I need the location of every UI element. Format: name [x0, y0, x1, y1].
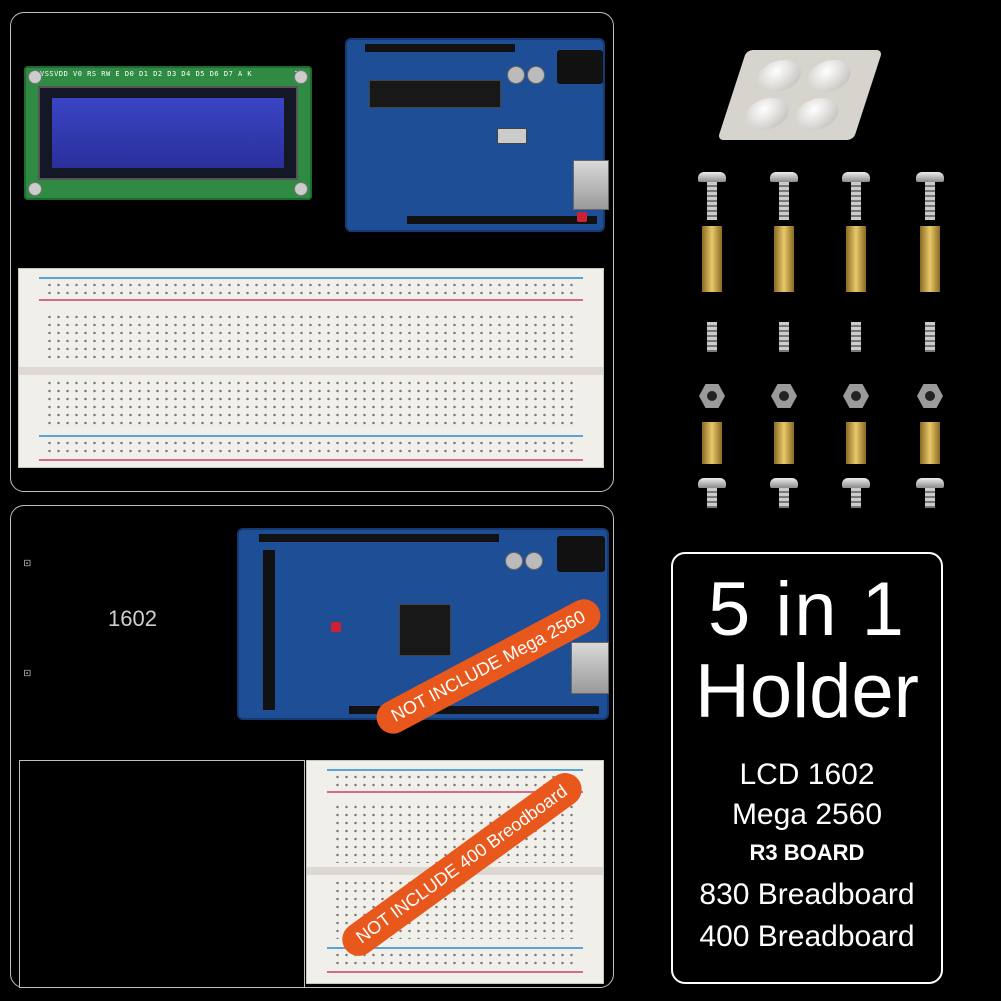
spec-mega: Mega 2560	[731, 798, 883, 831]
red-rail	[39, 459, 583, 461]
power-rail-holes	[45, 281, 577, 295]
lcd-glass	[52, 98, 284, 168]
power-rail-holes	[333, 773, 577, 787]
capacitor	[507, 66, 525, 84]
usb-port	[571, 642, 609, 694]
blue-rail	[39, 277, 583, 279]
red-rail	[327, 971, 583, 973]
blue-rail	[327, 947, 583, 949]
screw-icon	[842, 478, 870, 488]
pin-header	[259, 534, 499, 542]
screw-shaft	[925, 488, 935, 508]
product-info-box: 5 in 1 Holder LCD 1602 Mega 2560 R3 BOAR…	[671, 552, 943, 984]
holder-title-line2: Holder	[695, 649, 919, 734]
screw-icon	[28, 182, 42, 196]
power-jack	[557, 536, 605, 572]
brass-standoff	[920, 226, 940, 292]
screw-shaft	[779, 182, 789, 220]
spec-830-breadboard: 830 Breadboard	[699, 878, 915, 911]
pin-header	[263, 550, 275, 710]
pin-header	[407, 216, 597, 224]
mounting-hole-icon: ⊡	[20, 669, 35, 677]
spec-400-breadboard: 400 Breadboard	[699, 920, 915, 953]
screw-icon	[698, 172, 726, 182]
capacitor	[505, 552, 523, 570]
usb-port	[573, 160, 609, 210]
capacitor	[527, 66, 545, 84]
brass-spacer	[774, 422, 794, 464]
screw-shaft	[707, 182, 717, 220]
reset-button	[577, 212, 587, 222]
standoff-set-3	[836, 172, 876, 522]
rubber-foot	[802, 60, 856, 92]
rubber-foot	[740, 98, 794, 130]
red-rail	[327, 791, 583, 793]
screw-icon	[294, 182, 308, 196]
brass-standoff	[846, 226, 866, 292]
mounting-hole-icon: ⊡	[20, 559, 35, 567]
brass-standoff	[774, 226, 794, 292]
power-rail-holes	[45, 439, 577, 453]
center-channel	[19, 367, 603, 375]
screw-icon	[28, 70, 42, 84]
brass-spacer	[920, 422, 940, 464]
breadboard-400-slot	[19, 760, 305, 988]
nut-icon	[917, 384, 943, 408]
reset-button	[331, 622, 341, 632]
standoff-set-1	[692, 172, 732, 522]
pin-header	[349, 706, 599, 714]
screw-icon	[770, 478, 798, 488]
microcontroller-chip	[399, 604, 451, 656]
brass-spacer	[846, 422, 866, 464]
screw-shaft	[779, 322, 789, 352]
spec-lcd: LCD 1602	[739, 758, 875, 791]
nut-icon	[771, 384, 797, 408]
pin-header	[365, 44, 515, 52]
rubber-foot	[752, 60, 806, 92]
screw-shaft	[707, 488, 717, 508]
screw-shaft	[851, 488, 861, 508]
screw-shaft	[925, 322, 935, 352]
screw-icon	[842, 172, 870, 182]
lcd-slot-label: 1602	[108, 606, 157, 631]
screw-icon	[916, 478, 944, 488]
screw-shaft	[851, 322, 861, 352]
crystal	[497, 128, 527, 144]
brass-spacer	[702, 422, 722, 464]
standoff-set-4	[910, 172, 950, 522]
terminal-holes	[45, 379, 577, 429]
lcd-1602-module: VSSVDD V0 RS RW E D0 D1 D2 D3 D4 D5 D6 D…	[24, 66, 312, 200]
top-holder-plate	[10, 12, 614, 492]
bottom-holder-plate	[10, 505, 614, 988]
screw-icon	[698, 478, 726, 488]
screw-icon	[916, 172, 944, 182]
power-jack	[557, 50, 603, 84]
screw-shaft	[779, 488, 789, 508]
microcontroller-chip	[369, 80, 501, 108]
lcd-pin-labels: VSSVDD V0 RS RW E D0 D1 D2 D3 D4 D5 D6 D…	[40, 70, 253, 78]
power-rail-holes	[333, 951, 577, 965]
red-rail	[39, 299, 583, 301]
screw-shaft	[707, 322, 717, 352]
terminal-holes	[45, 313, 577, 363]
blue-rail	[39, 435, 583, 437]
lcd-screen	[38, 86, 298, 180]
standoff-set-2	[764, 172, 804, 522]
breadboard-830	[18, 268, 604, 468]
rubber-feet-sheet	[717, 50, 883, 140]
screw-icon	[770, 172, 798, 182]
spec-r3-board: R3 BOARD	[749, 840, 865, 865]
nut-icon	[699, 384, 725, 408]
brass-standoff	[702, 226, 722, 292]
capacitor	[525, 552, 543, 570]
screw-icon	[294, 70, 308, 84]
blue-rail	[327, 769, 583, 771]
nut-icon	[843, 384, 869, 408]
holder-title-line1: 5 in 1	[708, 567, 906, 652]
arduino-uno-board	[345, 38, 609, 232]
rubber-foot	[790, 98, 844, 130]
screw-shaft	[851, 182, 861, 220]
screw-shaft	[925, 182, 935, 220]
